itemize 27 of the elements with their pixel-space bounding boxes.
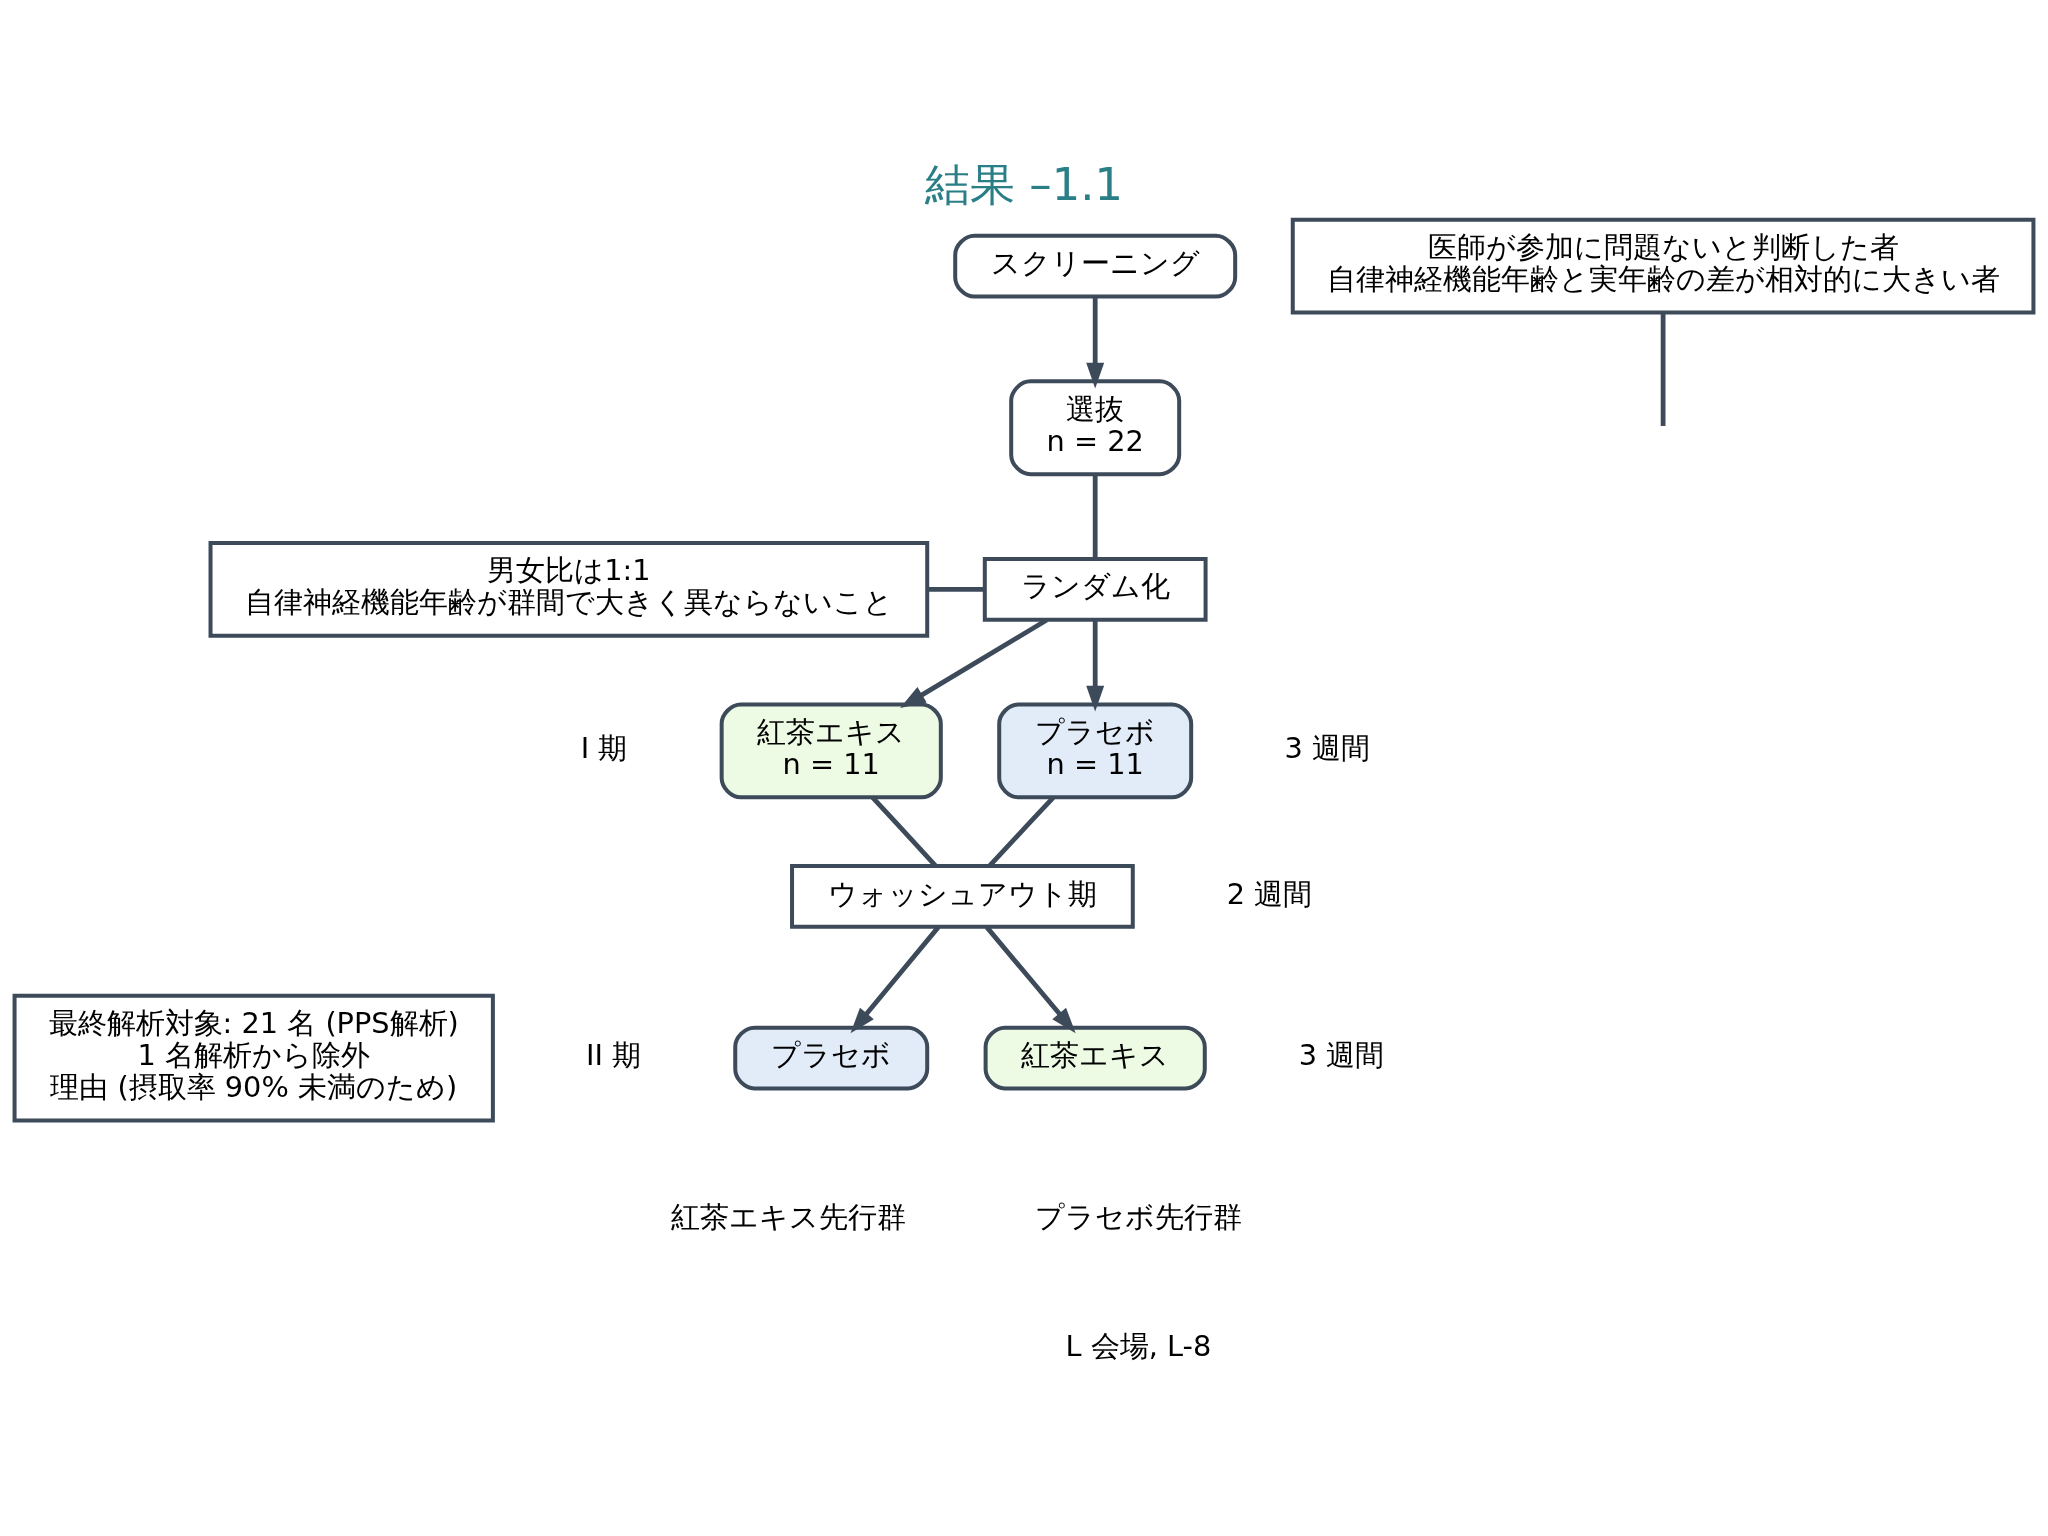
node-box: 紅茶エキス n = 11 bbox=[719, 702, 943, 799]
node-box: プラセボ n = 11 bbox=[997, 702, 1194, 799]
node-box: 選抜 n = 22 bbox=[1009, 378, 1182, 476]
label: 3 週間 bbox=[1298, 1037, 1385, 1072]
node-box: 医師が参加に問題ないと判断した者 自律神経機能年齢と実年齢の差が相対的に大きい者 bbox=[1290, 217, 2036, 315]
arrow bbox=[850, 925, 941, 1033]
diagram-title: 結果 –1.1 bbox=[925, 157, 1123, 211]
node-box: 紅茶エキス bbox=[983, 1025, 1207, 1090]
label: II 期 bbox=[586, 1037, 642, 1072]
arrow bbox=[984, 925, 1076, 1033]
node-box: プラセボ bbox=[733, 1025, 930, 1090]
node-label: プラセボ先行群 bbox=[1034, 1199, 1242, 1234]
arrow bbox=[1086, 296, 1105, 388]
label: 3 週間 bbox=[1284, 730, 1370, 765]
node-box: ウォッシュアウト期 bbox=[790, 863, 1135, 929]
node-box: 男女比は1:1 自律神経機能年齢が群間で大きく異ならないこと bbox=[208, 540, 930, 638]
connector bbox=[1660, 312, 1666, 426]
arrow bbox=[1086, 619, 1105, 712]
node-box: ランダム化 bbox=[982, 556, 1208, 622]
connector bbox=[1092, 473, 1098, 559]
node-box: 最終解析対象: 21 名 (PPS解析) 1 名解析から除外 理由 (摂取率 90% 未満のため) bbox=[12, 993, 495, 1122]
label: I 期 bbox=[580, 730, 628, 765]
connector bbox=[927, 586, 985, 592]
node-label: 紅茶エキス先行群 bbox=[670, 1199, 906, 1234]
label: 2 週間 bbox=[1226, 876, 1313, 911]
node-box: スクリーニング bbox=[953, 233, 1238, 299]
label: L 会場, L-8 bbox=[1065, 1328, 1212, 1363]
